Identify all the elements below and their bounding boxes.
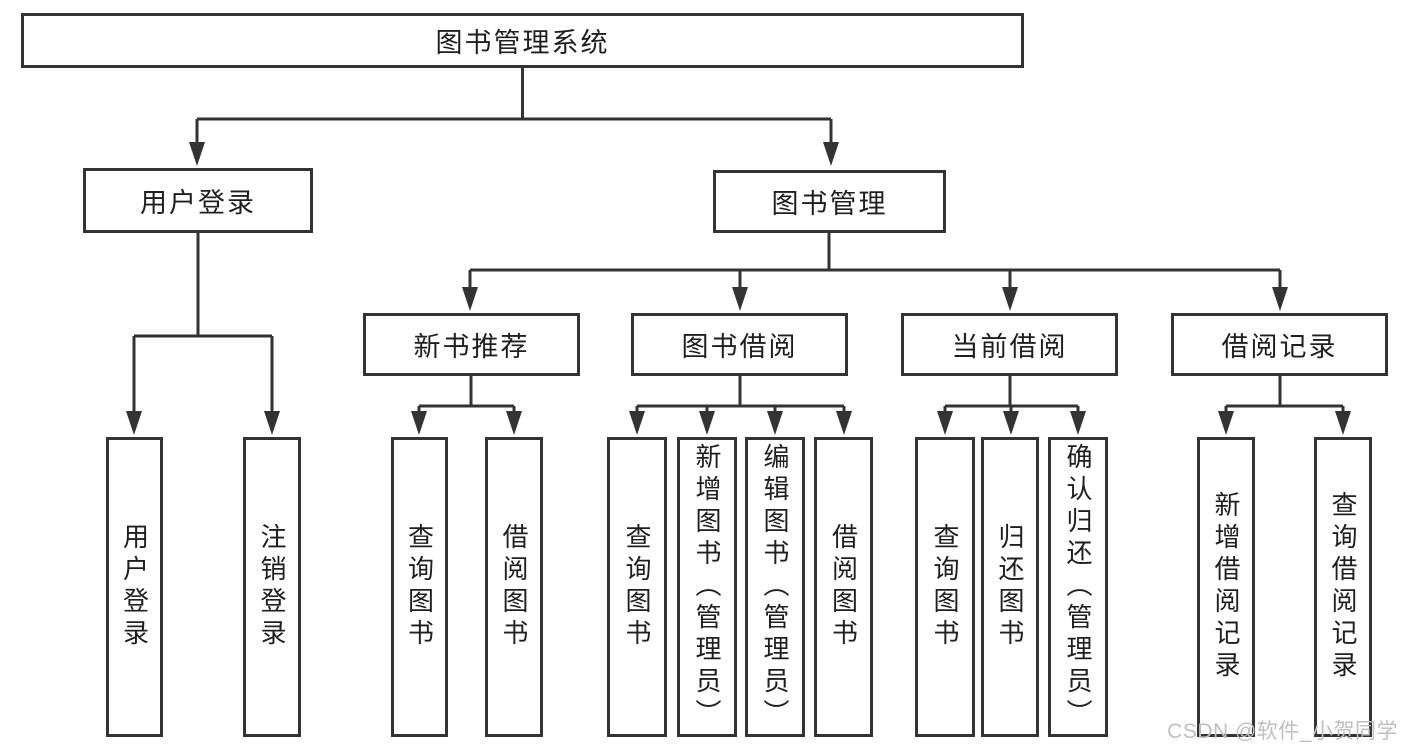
leaf-edit-books-admin: 编辑图书（管理员） <box>745 437 805 737</box>
leaf-label: 借阅图书 <box>499 523 529 651</box>
leaf-label: 确认归还（管理员） <box>1063 443 1093 731</box>
node-borrow-records: 借阅记录 <box>1171 313 1388 376</box>
leaf-label: 查询图书 <box>404 523 435 651</box>
leaf-label: 新增借阅记录 <box>1211 491 1241 683</box>
leaf-label: 查询借阅记录 <box>1328 491 1358 683</box>
node-label: 当前借阅 <box>951 332 1068 362</box>
leaf-label: 归还图书 <box>995 523 1025 651</box>
node-new-book-recommend: 新书推荐 <box>363 313 580 376</box>
leaf-query-books-recommend: 查询图书 <box>391 437 448 737</box>
leaf-add-books-admin: 新增图书（管理员） <box>677 437 737 737</box>
leaf-label: 查询图书 <box>622 523 652 651</box>
node-book-borrow: 图书借阅 <box>631 313 848 376</box>
node-label: 图书管理 <box>771 189 888 219</box>
node-label: 图书借阅 <box>681 332 798 362</box>
leaf-label: 注销登录 <box>257 523 287 651</box>
leaf-label: 新增图书（管理员） <box>692 443 722 731</box>
leaf-return-books: 归还图书 <box>981 437 1039 737</box>
leaf-label: 编辑图书（管理员） <box>760 443 790 731</box>
leaf-query-borrow-record: 查询借阅记录 <box>1314 437 1372 737</box>
watermark: CSDN @软件_小贺同学 <box>1167 720 1398 743</box>
leaf-confirm-return-admin: 确认归还（管理员） <box>1048 437 1108 737</box>
node-system-root: 图书管理系统 <box>21 13 1024 68</box>
leaf-query-books-current: 查询图书 <box>915 437 975 737</box>
node-label: 用户登录 <box>140 188 256 218</box>
leaf-logout: 注销登录 <box>243 437 301 737</box>
leaf-label: 查询图书 <box>930 523 960 651</box>
node-label: 借阅记录 <box>1221 332 1338 362</box>
node-label: 图书管理系统 <box>435 28 610 58</box>
leaf-query-books-borrow: 查询图书 <box>607 437 667 737</box>
leaf-label: 借阅图书 <box>828 523 859 651</box>
node-label: 新书推荐 <box>413 332 530 362</box>
node-book-management: 图书管理 <box>713 170 946 233</box>
leaf-label: 用户登录 <box>119 523 150 651</box>
leaf-borrow-books: 借阅图书 <box>814 437 873 737</box>
node-user-login: 用户登录 <box>83 168 313 233</box>
node-current-borrow: 当前借阅 <box>901 313 1118 376</box>
leaf-user-login: 用户登录 <box>106 437 163 737</box>
leaf-add-borrow-record: 新增借阅记录 <box>1197 437 1255 737</box>
leaf-borrow-books-recommend: 借阅图书 <box>485 437 543 737</box>
